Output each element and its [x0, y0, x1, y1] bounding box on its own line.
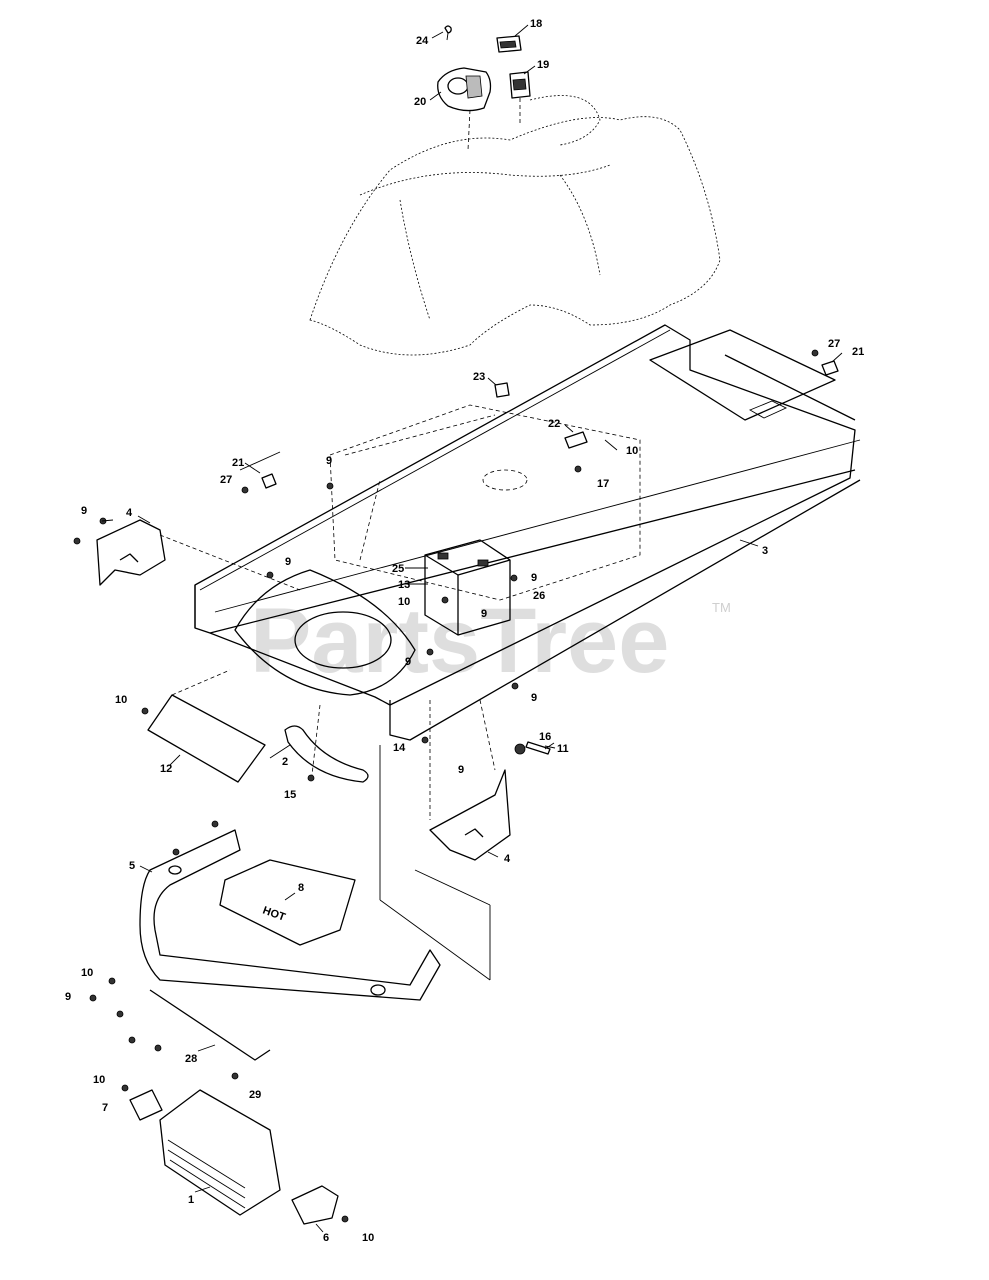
- fasteners: [73, 349, 839, 1223]
- callout-labels: 24 18 19 20 27 21 23 22 10 17 21 27 9 9 …: [65, 18, 864, 1244]
- battery: [424, 539, 511, 636]
- watermark-trademark: TM: [712, 600, 731, 615]
- callout-27-top-right: 27: [828, 338, 840, 350]
- hot-label: HOT: [261, 905, 287, 924]
- callout-3: 3: [762, 545, 768, 557]
- bracket-2: [284, 704, 369, 783]
- callout-26: 26: [533, 590, 545, 602]
- callout-29: 29: [249, 1089, 261, 1101]
- callout-5: 5: [129, 860, 135, 872]
- callout-25: 25: [392, 563, 404, 575]
- callout-9-b: 9: [81, 505, 87, 517]
- switch-part-19: [509, 71, 531, 126]
- callout-21-left: 21: [232, 457, 244, 469]
- leader-lines: [101, 24, 843, 1233]
- callout-24: 24: [416, 35, 429, 47]
- callout-9-c: 9: [285, 556, 291, 568]
- callout-14: 14: [393, 742, 406, 754]
- callout-7: 7: [102, 1102, 108, 1114]
- callout-19: 19: [537, 59, 549, 71]
- switch-part-18: [496, 35, 522, 53]
- key-part: [444, 25, 452, 41]
- callout-10-top: 10: [626, 445, 638, 457]
- callout-13: 13: [398, 579, 410, 591]
- callout-9-e: 9: [481, 608, 487, 620]
- callout-18: 18: [530, 18, 542, 30]
- callout-9-d: 9: [531, 572, 537, 584]
- heat-shield-12: [147, 669, 266, 783]
- callout-10-left: 10: [115, 694, 127, 706]
- callout-6: 6: [323, 1232, 329, 1244]
- callout-9-h: 9: [458, 764, 464, 776]
- callout-9-a: 9: [326, 455, 332, 467]
- callout-8: 8: [298, 882, 304, 894]
- callout-11: 11: [557, 743, 569, 755]
- callout-2: 2: [282, 756, 288, 768]
- engine-outline: [329, 404, 641, 601]
- bracket-4-left: [96, 519, 301, 591]
- callout-22: 22: [548, 418, 560, 430]
- callout-12: 12: [160, 763, 172, 775]
- callout-17: 17: [597, 478, 609, 490]
- callout-4-left: 4: [126, 507, 133, 519]
- bracket-4-right: [429, 699, 511, 861]
- callout-10-grill: 10: [93, 1074, 105, 1086]
- callout-27-left: 27: [220, 474, 232, 486]
- callout-16: 16: [539, 731, 551, 743]
- callout-28: 28: [185, 1053, 197, 1065]
- callout-4-right: 4: [504, 853, 511, 865]
- callout-9-i: 9: [65, 991, 71, 1003]
- callout-21-top-right: 21: [852, 346, 864, 358]
- main-frame: [194, 324, 861, 741]
- callout-10-bottom: 10: [362, 1232, 374, 1244]
- callout-9-f: 9: [405, 656, 411, 668]
- callout-15: 15: [284, 789, 296, 801]
- ignition-switch: [437, 67, 492, 151]
- callout-10-bumper: 10: [81, 967, 93, 979]
- front-bumper-5: HOT: [139, 745, 491, 1061]
- callout-23: 23: [473, 371, 485, 383]
- fender-hood: [309, 95, 721, 356]
- callout-10-battery: 10: [398, 596, 410, 608]
- watermark-text: PartsTree: [250, 590, 669, 692]
- callout-9-g: 9: [531, 692, 537, 704]
- callout-20: 20: [414, 96, 426, 108]
- callout-1: 1: [188, 1194, 194, 1206]
- front-grill-1: [129, 1089, 339, 1225]
